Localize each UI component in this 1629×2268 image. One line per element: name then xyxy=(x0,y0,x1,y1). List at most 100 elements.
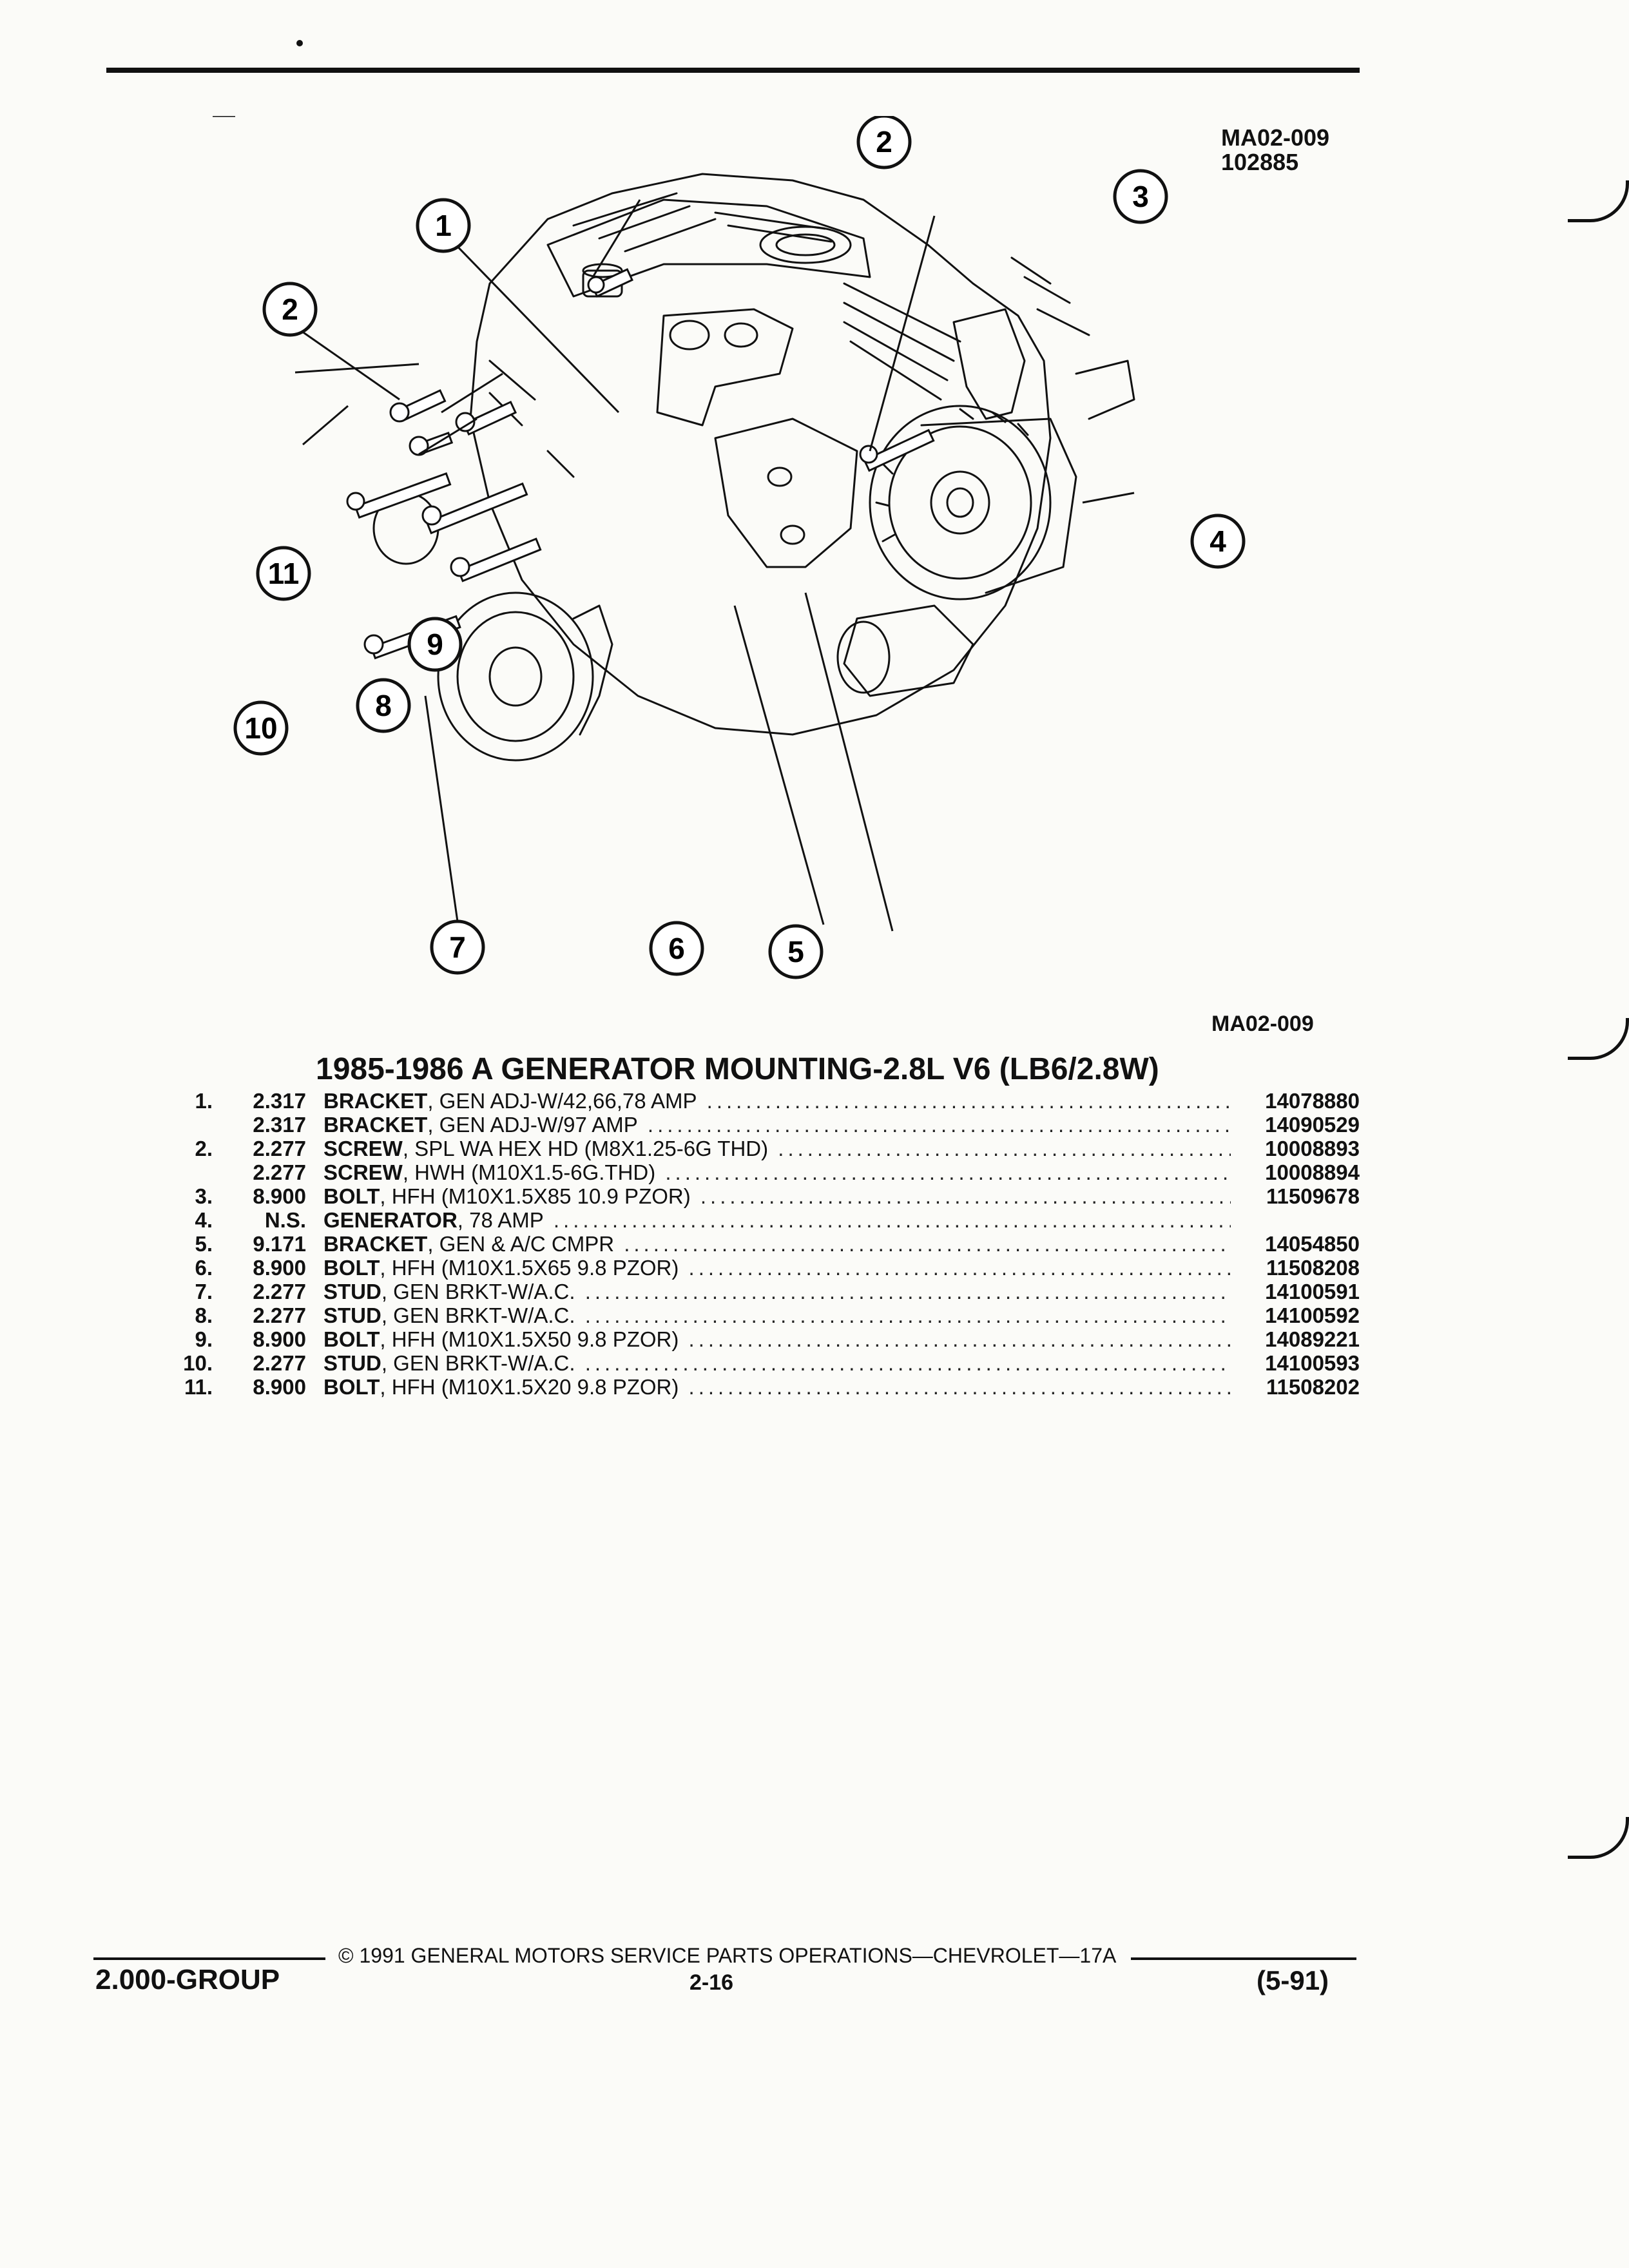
dot-leader: ........................................… xyxy=(665,1160,1231,1184)
svg-text:1: 1 xyxy=(435,209,452,242)
item-number: 1. xyxy=(195,1089,213,1113)
callout-11: 11 xyxy=(256,546,311,601)
dot-leader: ........................................… xyxy=(647,1113,1231,1137)
group-number: 2.317 xyxy=(253,1089,306,1113)
item-number: 9. xyxy=(195,1327,213,1351)
callouts: 1 2 3 2 4 11 9 8 10 7 6 5 xyxy=(233,116,1246,979)
part-detail: , HWH (M10X1.5-6G.THD) xyxy=(402,1160,656,1184)
part-number: 10008893 xyxy=(1265,1137,1360,1160)
dot-leader: ........................................… xyxy=(778,1137,1231,1160)
part-description: STUD, GEN BRKT-W/A.C. ..................… xyxy=(323,1303,1231,1327)
item-number: 2. xyxy=(195,1137,213,1160)
leader-lines xyxy=(213,116,1135,932)
group-number: 8.900 xyxy=(253,1256,306,1280)
item-number: 4. xyxy=(195,1208,213,1232)
table-row: 1. 2.317 BRACKET, GEN ADJ-W/42,66,78 AMP .… xyxy=(155,1089,1360,1113)
callout-9: 9 xyxy=(407,617,463,672)
part-name: GENERATOR xyxy=(323,1208,458,1232)
table-row: 11. 8.900 BOLT, HFH (M10X1.5X20 9.8 PZOR) … xyxy=(155,1375,1360,1399)
part-description: BRACKET, GEN ADJ-W/42,66,78 AMP ........… xyxy=(323,1089,1231,1113)
table-row: 2. 2.277 SCREW, SPL WA HEX HD (M8X1.25-6G … xyxy=(155,1137,1360,1160)
part-description: BOLT, HFH (M10X1.5X20 9.8 PZOR) ........… xyxy=(323,1375,1231,1399)
part-detail: , GEN BRKT-W/A.C. xyxy=(381,1303,575,1327)
table-row: 9. 8.900 BOLT, HFH (M10X1.5X50 9.8 PZOR) .… xyxy=(155,1327,1360,1351)
callout-1: 1 xyxy=(416,198,471,253)
exploded-parts-diagram: 1 2 3 2 4 11 9 8 10 7 6 5 xyxy=(213,116,1246,979)
table-row: 6. 8.900 BOLT, HFH (M10X1.5X65 9.8 PZOR) .… xyxy=(155,1256,1360,1280)
group-number: 2.277 xyxy=(253,1160,306,1184)
part-name: STUD xyxy=(323,1280,381,1303)
bolt-9 xyxy=(455,400,517,436)
part-detail: , HFH (M10X1.5X20 9.8 PZOR) xyxy=(380,1375,679,1399)
item-number: 6. xyxy=(195,1256,213,1280)
stud-8 xyxy=(421,482,528,535)
part-detail: , GEN BRKT-W/A.C. xyxy=(381,1351,575,1375)
part-number: 14078880 xyxy=(1265,1089,1360,1113)
footer-revision-date: (5-91) xyxy=(1257,1965,1329,1995)
footer-page-number: 2-16 xyxy=(689,1970,734,1995)
group-number: 2.277 xyxy=(253,1351,306,1375)
parts-list: 1. 2.317 BRACKET, GEN ADJ-W/42,66,78 AMP .… xyxy=(155,1089,1360,1399)
dot-leader: ........................................… xyxy=(584,1351,1231,1375)
svg-text:2: 2 xyxy=(282,293,298,326)
parts-table-title: 1985-1986 A GENERATOR MOUNTING-2.8L V6 (… xyxy=(316,1052,1159,1086)
part-name: BOLT xyxy=(323,1256,380,1280)
group-number: 2.277 xyxy=(253,1303,306,1327)
part-name: BOLT xyxy=(323,1327,380,1351)
table-row: 8. 2.277 STUD, GEN BRKT-W/A.C. ...........… xyxy=(155,1303,1360,1327)
part-detail: , SPL WA HEX HD (M8X1.25-6G THD) xyxy=(402,1137,769,1160)
svg-text:11: 11 xyxy=(268,557,300,590)
screw-2-top xyxy=(587,268,633,298)
group-number: 2.277 xyxy=(253,1137,306,1160)
dot-leader: ........................................… xyxy=(706,1089,1231,1113)
top-rule xyxy=(106,68,1360,73)
callout-7: 7 xyxy=(430,919,485,975)
table-row: 4. N.S. GENERATOR, 78 AMP ................… xyxy=(155,1208,1360,1232)
part-number: 14090529 xyxy=(1265,1113,1360,1137)
reference-id-block: MA02-009 102885 xyxy=(1221,126,1329,175)
part-number: 10008894 xyxy=(1265,1160,1360,1184)
group-number: N.S. xyxy=(264,1208,306,1232)
bolt-3 xyxy=(859,428,935,472)
callout-8: 8 xyxy=(356,678,411,733)
part-name: BRACKET xyxy=(323,1113,428,1137)
group-number: 2.277 xyxy=(253,1280,306,1303)
part-description: SCREW, SPL WA HEX HD (M8X1.25-6G THD) ..… xyxy=(323,1137,1231,1160)
part-description: BOLT, HFH (M10X1.5X50 9.8 PZOR) ........… xyxy=(323,1327,1231,1351)
part-name: SCREW xyxy=(323,1160,403,1184)
group-number: 8.900 xyxy=(253,1327,306,1351)
dot-leader: ........................................… xyxy=(553,1208,1231,1232)
dot-leader: ........................................… xyxy=(584,1280,1231,1303)
dot-leader: ........................................… xyxy=(584,1303,1231,1327)
part-number: 14100591 xyxy=(1265,1280,1360,1303)
dot-leader: ........................................… xyxy=(624,1232,1231,1256)
footer-rule-left xyxy=(93,1957,325,1960)
item-number: 5. xyxy=(195,1232,213,1256)
callout-2-top: 2 xyxy=(856,116,912,169)
callout-2-left: 2 xyxy=(262,282,318,337)
dot-leader: ........................................… xyxy=(688,1375,1231,1399)
part-number: 14100593 xyxy=(1265,1351,1360,1375)
callout-3: 3 xyxy=(1113,169,1168,224)
part-name: BRACKET xyxy=(323,1232,428,1256)
part-detail: , 78 AMP xyxy=(457,1208,544,1232)
part-name: STUD xyxy=(323,1351,381,1375)
item-number: 10. xyxy=(183,1351,213,1375)
callout-4: 4 xyxy=(1190,514,1246,569)
footer-rule-right xyxy=(1131,1957,1356,1960)
part-description: SCREW, HWH (M10X1.5-6G.THD) ............… xyxy=(323,1160,1231,1184)
part-detail: , HFH (M10X1.5X65 9.8 PZOR) xyxy=(380,1256,679,1280)
part-number: 11509678 xyxy=(1266,1184,1360,1208)
item-number: 8. xyxy=(195,1303,213,1327)
part-detail: , HFH (M10X1.5X85 10.9 PZOR) xyxy=(380,1184,691,1208)
callout-6: 6 xyxy=(649,921,704,976)
group-number: 8.900 xyxy=(253,1375,306,1399)
footer-group-label: 2.000-GROUP xyxy=(95,1964,280,1995)
item-number: 11. xyxy=(184,1375,213,1399)
dot-leader: ........................................… xyxy=(688,1256,1231,1280)
part-number: 14054850 xyxy=(1265,1232,1360,1256)
svg-text:2: 2 xyxy=(876,125,892,159)
part-name: STUD xyxy=(323,1303,381,1327)
